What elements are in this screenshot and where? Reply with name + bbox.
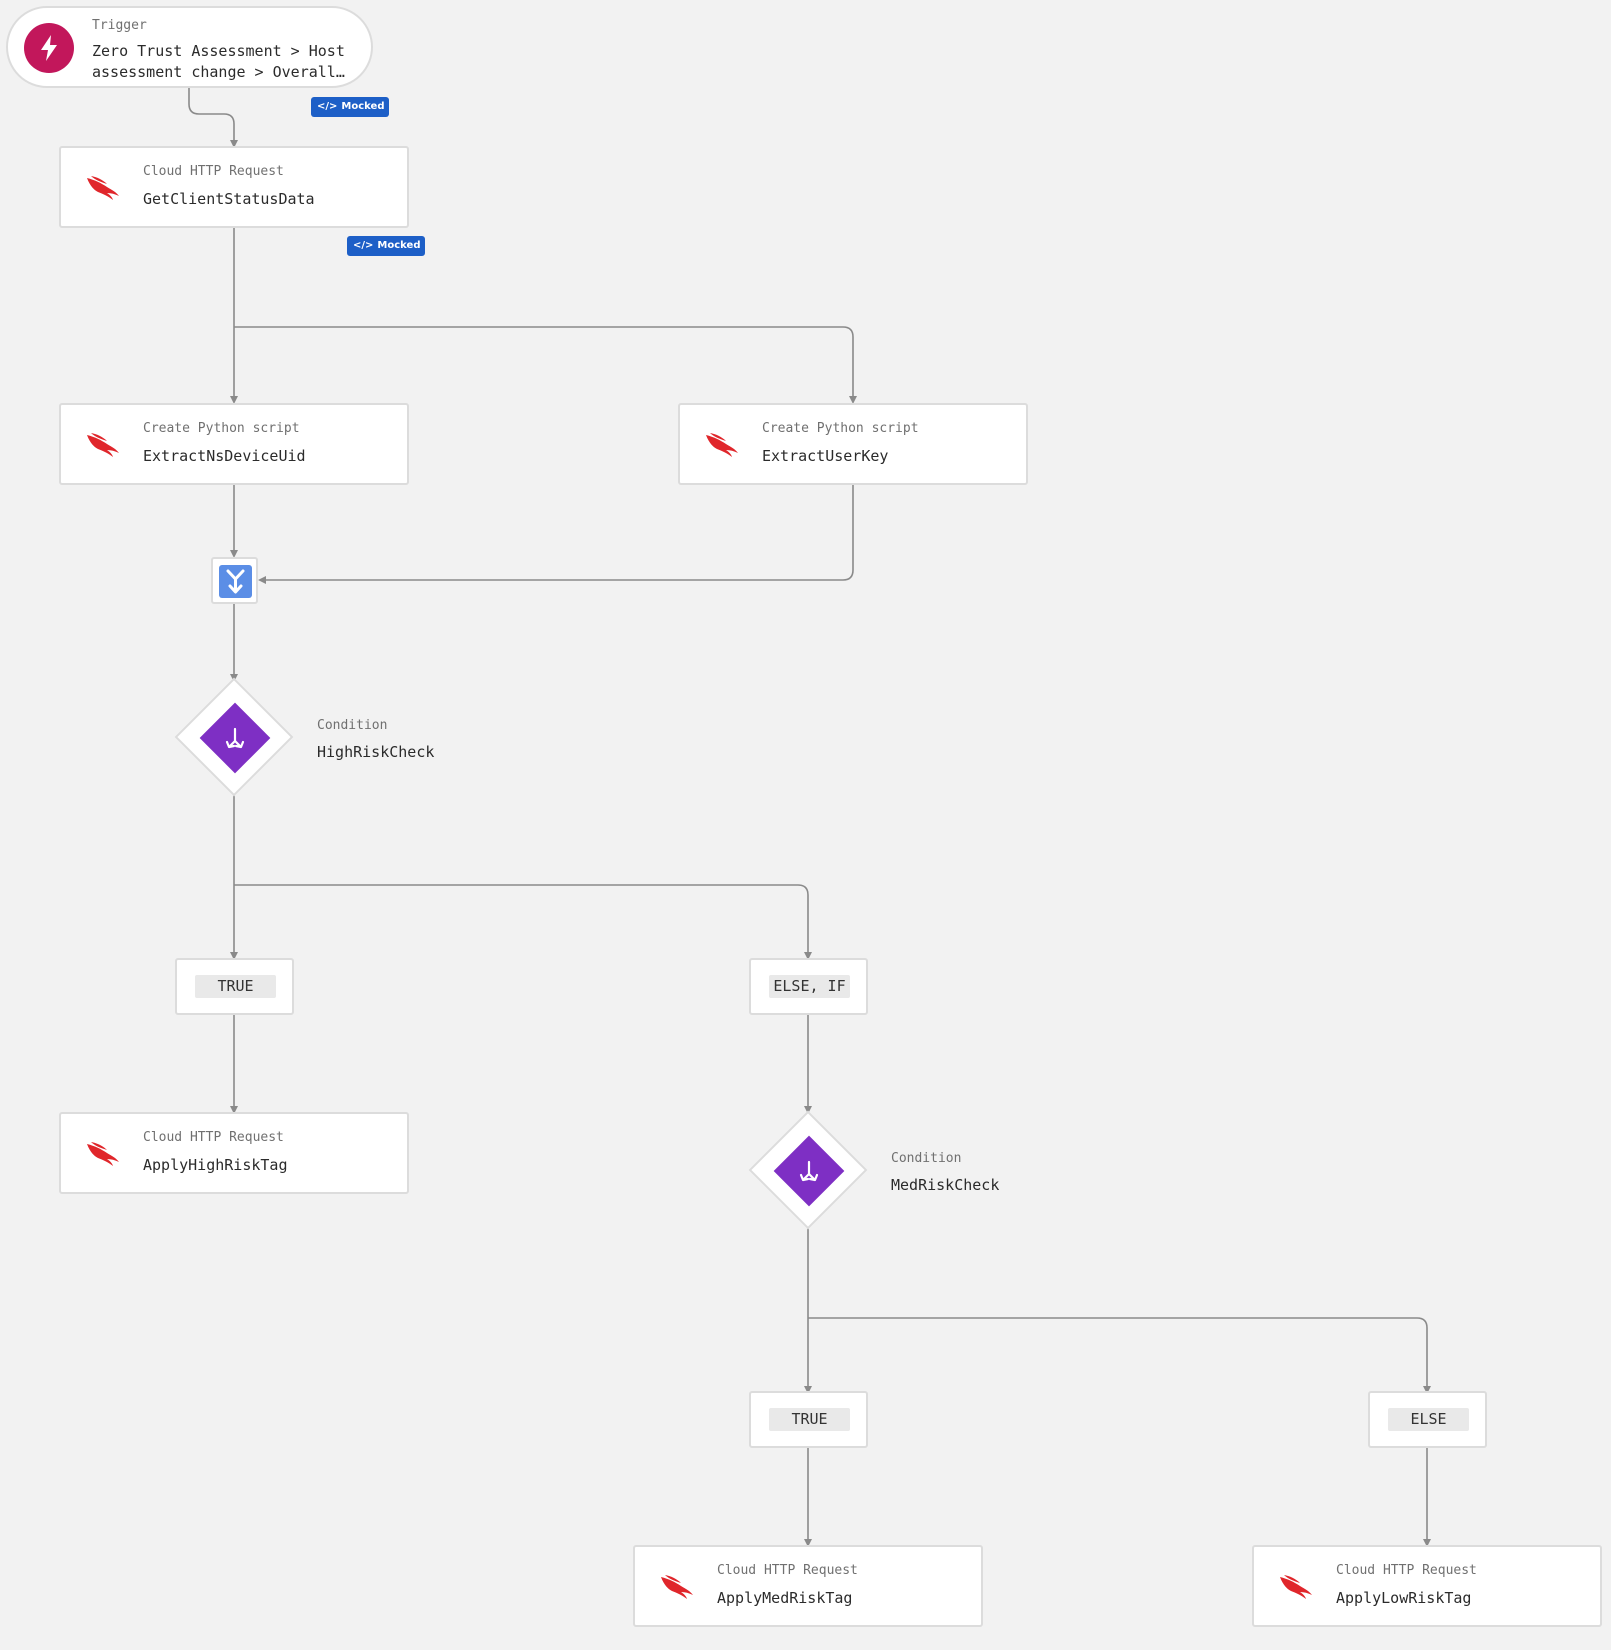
- falcon-logo-icon: [87, 176, 119, 200]
- action-name-label: ExtractNsDeviceUid: [143, 447, 306, 465]
- split-arrows-icon: [799, 1160, 819, 1182]
- action-node-extractnsdeviceuid[interactable]: Create Python script ExtractNsDeviceUid: [59, 403, 409, 485]
- merge-node[interactable]: [211, 557, 258, 604]
- trigger-description: Zero Trust Assessment > Host assessment …: [92, 42, 345, 81]
- action-node-applymedrisktag[interactable]: Cloud HTTP Request ApplyMedRiskTag: [633, 1545, 983, 1627]
- condition-type-label: Condition: [891, 1151, 962, 1166]
- condition-name-label: MedRiskCheck: [891, 1176, 1000, 1194]
- branch-label: ELSE: [1388, 1408, 1469, 1431]
- merge-arrows-icon: [226, 569, 245, 594]
- condition-label-highriskcheck: Condition HighRiskCheck: [317, 718, 434, 761]
- falcon-logo-icon: [706, 433, 738, 457]
- trigger-node[interactable]: Trigger Zero Trust Assessment > Host ass…: [6, 6, 373, 88]
- action-node-applyhighrisktag[interactable]: Cloud HTTP Request ApplyHighRiskTag: [59, 1112, 409, 1194]
- action-node-applylowrisktag[interactable]: Cloud HTTP Request ApplyLowRiskTag: [1252, 1545, 1602, 1627]
- split-arrows-icon: [225, 727, 245, 749]
- action-name-label: ApplyHighRiskTag: [143, 1156, 288, 1174]
- condition-type-label: Condition: [317, 718, 388, 733]
- mocked-badge[interactable]: </>Mocked: [347, 236, 425, 256]
- mocked-badge-label: Mocked: [341, 101, 385, 112]
- edge-extractuser-to-merge: [258, 485, 854, 584]
- code-icon: </>: [353, 240, 374, 251]
- lightning-bolt-icon: [24, 23, 74, 73]
- action-type-label: Cloud HTTP Request: [717, 1563, 858, 1578]
- edge-trigger-to-getclient: [188, 88, 238, 148]
- branch-label: TRUE: [769, 1408, 850, 1431]
- action-name-label: GetClientStatusData: [143, 190, 315, 208]
- action-node-getclientstatusdata[interactable]: Cloud HTTP Request GetClientStatusData: [59, 146, 409, 228]
- action-type-label: Cloud HTTP Request: [143, 1130, 284, 1145]
- branch-node-else-if[interactable]: ELSE, IF: [749, 958, 868, 1015]
- branch-label: ELSE, IF: [769, 975, 850, 998]
- edge-medrisk-to-else: [808, 1317, 1431, 1394]
- edge-getclient-to-extractuser: [234, 326, 857, 404]
- falcon-logo-icon: [87, 433, 119, 457]
- action-name-label: ApplyLowRiskTag: [1336, 1589, 1472, 1607]
- condition-label-medriskcheck: Condition MedRiskCheck: [891, 1151, 999, 1194]
- branch-node-true-med[interactable]: TRUE: [749, 1391, 868, 1448]
- action-type-label: Cloud HTTP Request: [143, 164, 284, 179]
- mocked-badge[interactable]: </>Mocked: [311, 97, 389, 117]
- action-node-extractuserkey[interactable]: Create Python script ExtractUserKey: [678, 403, 1028, 485]
- falcon-logo-icon: [87, 1142, 119, 1166]
- branch-node-else[interactable]: ELSE: [1368, 1391, 1487, 1448]
- action-type-label: Create Python script: [762, 421, 919, 436]
- edge-highrisk-to-elseif: [234, 884, 812, 960]
- action-type-label: Create Python script: [143, 421, 300, 436]
- falcon-logo-icon: [661, 1575, 693, 1599]
- code-icon: </>: [317, 101, 338, 112]
- action-name-label: ExtractUserKey: [762, 447, 889, 465]
- action-type-label: Cloud HTTP Request: [1336, 1563, 1477, 1578]
- branch-label: TRUE: [195, 975, 276, 998]
- action-name-label: ApplyMedRiskTag: [717, 1589, 853, 1607]
- mocked-badge-label: Mocked: [377, 240, 421, 251]
- branch-node-true-high[interactable]: TRUE: [175, 958, 294, 1015]
- trigger-type-label: Trigger: [92, 18, 147, 33]
- condition-name-label: HighRiskCheck: [317, 743, 435, 761]
- falcon-logo-icon: [1280, 1575, 1312, 1599]
